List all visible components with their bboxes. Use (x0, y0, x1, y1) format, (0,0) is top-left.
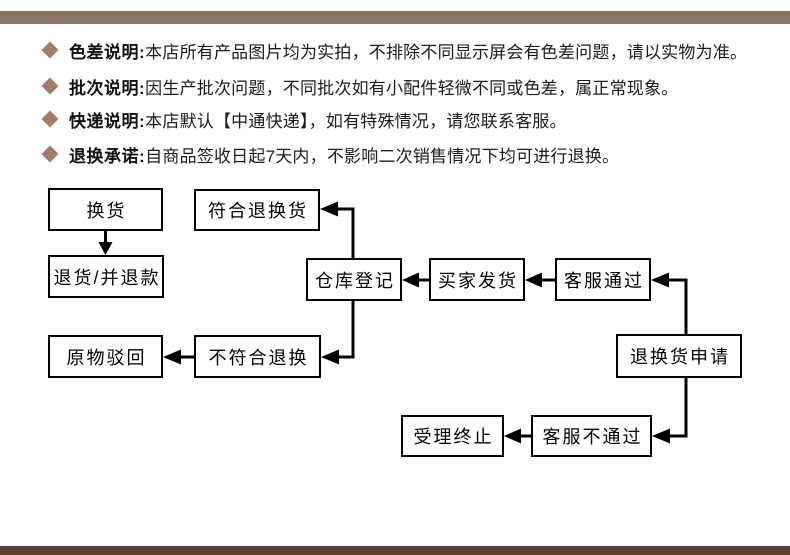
flow-box-buyer-ship: 买家发货 (429, 258, 525, 301)
notice-text: 自商品签收日起7天内，不影响二次销售情况下均可进行退换。 (145, 146, 620, 166)
diamond-bullet-icon (41, 110, 59, 128)
arrow-csrejected-to-terminate (504, 428, 531, 444)
flow-box-refund: 退货/并退款 (48, 255, 164, 298)
diamond-bullet-icon (41, 41, 59, 59)
top-divider-bar (0, 11, 790, 24)
flow-box-terminate: 受理终止 (401, 415, 504, 457)
bottom-divider-bar (0, 546, 790, 555)
flow-box-cs-rejected: 客服不通过 (531, 415, 652, 457)
arrow-csapproved-to-buyership (525, 272, 555, 288)
flow-box-reject-original: 原物驳回 (48, 335, 163, 378)
notice-color-difference: 色差说明: 本店所有产品图片均为实拍，不排除不同显示屏会有色差问题，请以实物为准… (41, 39, 748, 62)
notice-label: 色差说明: (69, 42, 146, 62)
flow-box-warehouse-register: 仓库登记 (306, 258, 402, 301)
flow-box-return-apply: 退换货申请 (616, 334, 742, 378)
arrow-notqualified-to-reject (163, 349, 194, 365)
arrow-warehouse-to-qualified (320, 201, 355, 259)
arrow-apply-to-csapproved (651, 272, 688, 335)
arrow-apply-to-csrejected (652, 378, 688, 444)
notice-text: 因生产批次问题，不同批次如有小配件轻微不同或色差，属正常现象。 (145, 78, 679, 98)
arrow-buyership-to-warehouse (402, 272, 429, 288)
notice-text: 本店所有产品图片均为实拍，不排除不同显示屏会有色差问题，请以实物为准。 (145, 42, 748, 62)
flow-box-cs-approved: 客服通过 (555, 258, 651, 301)
flow-box-not-qualified: 不符合退换 (194, 335, 321, 378)
notice-label: 批次说明: (69, 78, 146, 98)
flow-box-exchange: 换货 (48, 188, 163, 231)
flow-box-qualified: 符合退换货 (194, 189, 320, 231)
notice-express: 快递说明: 本店默认【中通快递】，如有特殊情况，请您联系客服。 (41, 108, 567, 131)
notice-return-promise: 退换承诺:自商品签收日起7天内，不影响二次销售情况下均可进行退换。 (41, 143, 620, 166)
notice-label: 退换承诺: (69, 146, 146, 166)
arrow-exchange-to-refund (98, 231, 113, 255)
arrow-warehouse-to-notqualified (321, 301, 355, 365)
notice-label: 快递说明: (69, 111, 146, 131)
diamond-bullet-icon (41, 77, 59, 95)
notice-text: 本店默认【中通快递】，如有特殊情况，请您联系客服。 (145, 111, 567, 131)
notice-batch: 批次说明: 因生产批次问题，不同批次如有小配件轻微不同或色差，属正常现象。 (41, 75, 679, 98)
diamond-bullet-icon (41, 145, 59, 163)
